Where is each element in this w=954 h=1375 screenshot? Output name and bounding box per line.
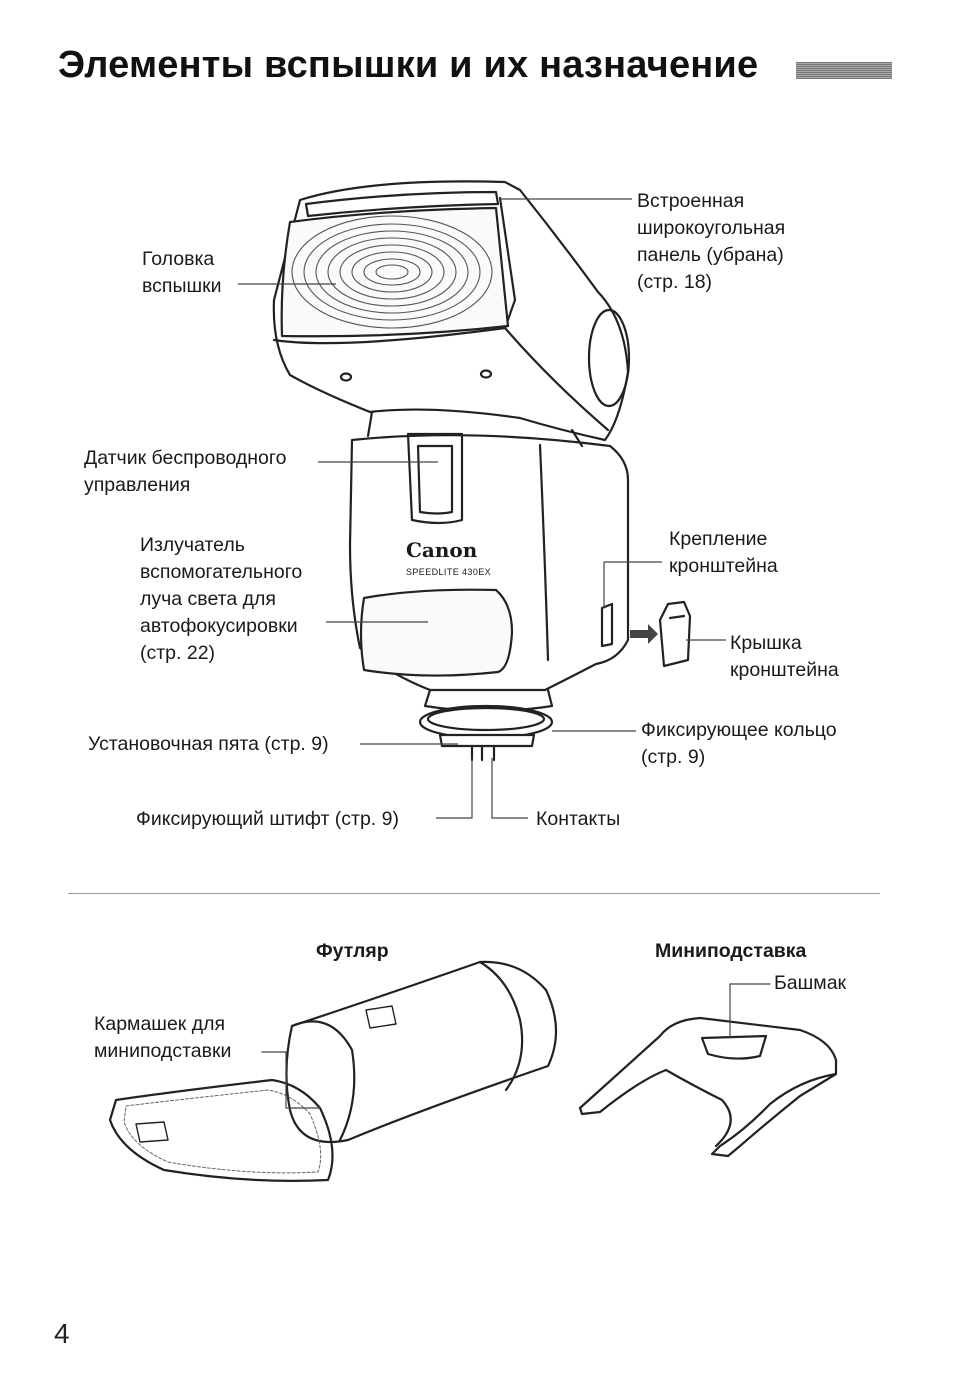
fresnel-lens: [280, 206, 510, 338]
page-title: Элементы вспышки и их назначение: [58, 44, 759, 86]
label-bracket-cover: Крышка кронштейна: [730, 632, 839, 681]
label-af-assist: Излучатель вспомогательного луча света д…: [140, 534, 303, 664]
label-bracket-mount: Крепление кронштейна: [669, 528, 778, 577]
lock-ring: [418, 704, 554, 740]
af-assist-emitter: [359, 588, 514, 677]
label-lock-pin: Фиксирующий штифт (стр. 9): [136, 808, 399, 830]
label-wide-panel: Встроенная широкоугольная панель (убрана…: [637, 190, 786, 293]
bracket-arrow: [630, 624, 658, 644]
label-stand-shoe: Башмак: [774, 972, 847, 994]
flash-head-shape: [272, 180, 630, 442]
flash-body-shape: [348, 434, 630, 692]
stand-title: Миниподставка: [655, 940, 807, 962]
case-illustration: [108, 960, 558, 1182]
label-flash-head: Головка вспышки: [142, 248, 222, 297]
title-decoration-bar: [796, 62, 892, 79]
mini-stand-illustration: [578, 983, 838, 1158]
label-contacts: Контакты: [536, 808, 621, 830]
flash-brand-logo: Canon: [406, 538, 478, 562]
wireless-sensor-window: [406, 432, 464, 525]
label-mounting-foot: Установочная пята (стр. 9): [88, 733, 329, 755]
case-title: Футляр: [316, 940, 389, 962]
section-divider: [68, 893, 880, 894]
label-case-pocket: Кармашек для миниподставки: [94, 1013, 232, 1062]
bracket-cover-shape: [658, 600, 692, 668]
label-wireless-sensor: Датчик беспроводного управления: [84, 447, 287, 496]
page-number: 4: [54, 1318, 70, 1349]
label-lock-ring: Фиксирующее кольцо (стр. 9): [641, 719, 837, 768]
flash-model-text: SPEEDLITE 430EX: [406, 567, 492, 577]
